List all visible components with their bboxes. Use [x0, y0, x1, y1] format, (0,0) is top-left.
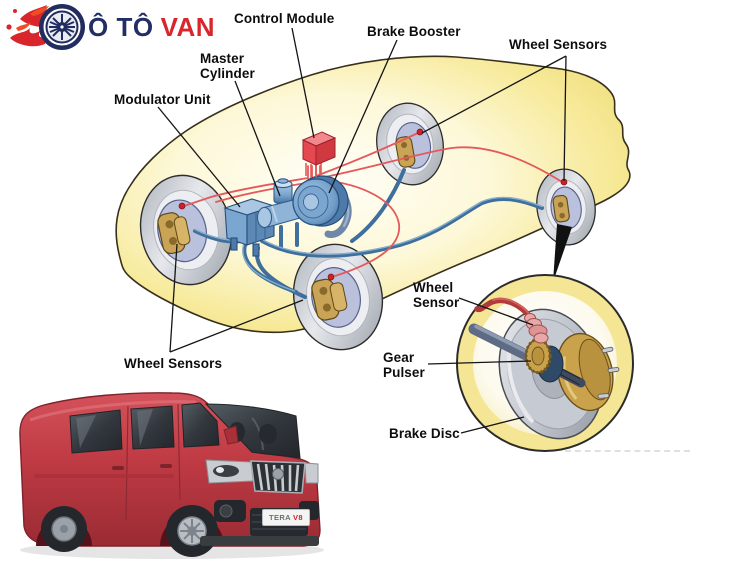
wheel-rear-right [536, 168, 596, 246]
wheel-front-left [139, 174, 233, 286]
label-control-module: Control Module [234, 11, 335, 26]
flaming-wheel-icon [6, 4, 85, 50]
label-wheel-sensors-top: Wheel Sensors [509, 37, 608, 52]
van-grille [250, 460, 306, 494]
van-rear-wheel [41, 506, 87, 552]
label-inset-gear-pulser: Gear Pulser [383, 350, 425, 381]
inset-wheel-studs [597, 346, 620, 399]
modulator-unit [223, 198, 276, 257]
plate-brand-text: TERA [268, 513, 292, 522]
wheel-rear-left [292, 243, 384, 351]
magnifier-inset [456, 224, 634, 452]
brand-accent-text: VAN [160, 12, 216, 42]
label-brake-booster: Brake Booster [367, 24, 461, 39]
label-leader-lines [157, 27, 567, 434]
plate-model-text: V8 [293, 513, 303, 522]
label-inset-wheel-sensor: Wheel Sensor [413, 280, 460, 311]
control-module [301, 131, 337, 178]
inset-hub [556, 332, 614, 412]
label-inset-brake-disc: Brake Disc [389, 426, 460, 441]
wheel-sensor-wires [183, 132, 563, 277]
sensor-dot-front-left [178, 202, 186, 210]
watermark-dashes [565, 450, 690, 452]
magnifier-wedge [553, 224, 572, 282]
van-front-wheel [166, 505, 218, 557]
brake-booster [292, 175, 352, 239]
label-modulator-unit: Modulator Unit [114, 92, 211, 107]
sensor-dot-front-right [416, 128, 424, 136]
inset-wheel-sensor [474, 297, 549, 344]
brand-primary-text: Ô TÔ [88, 12, 154, 42]
sensor-dot-rear-left [327, 273, 335, 281]
van-photo [19, 392, 324, 559]
label-master-cylinder: Master Cylinder [200, 51, 255, 82]
label-wheel-sensors-bottom: Wheel Sensors [124, 356, 223, 371]
